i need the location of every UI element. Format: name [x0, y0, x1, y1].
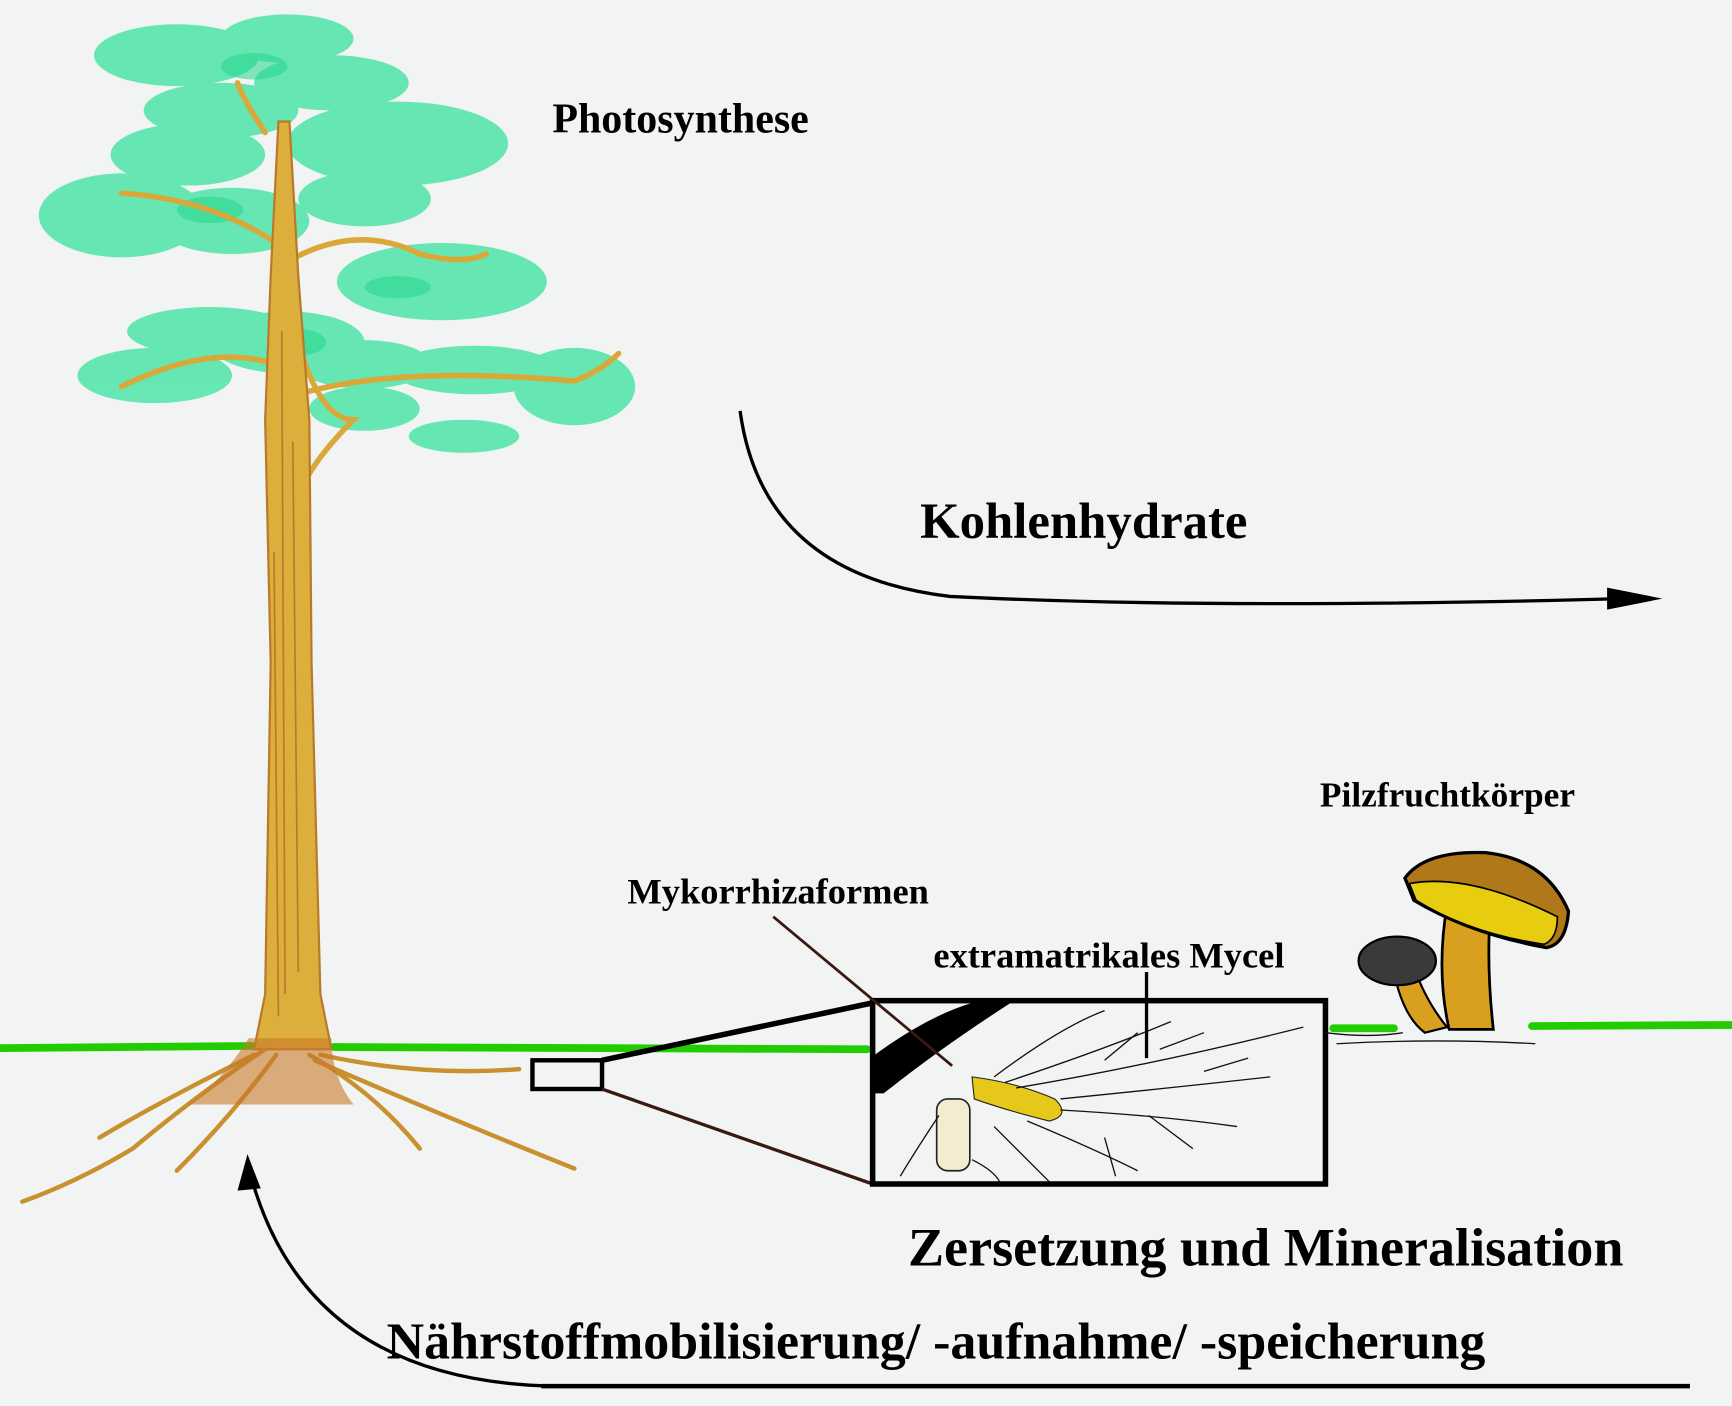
label-carbohydrates: Kohlenhydrate: [920, 493, 1247, 549]
zoom-source-box: [530, 1058, 605, 1092]
root-section: [874, 1002, 1011, 1094]
tree-crown: [38, 14, 636, 453]
label-nutrients: Nährstoffmobilisierung/ -aufnahme/ -spei…: [387, 1314, 1486, 1371]
mushroom-illustration: [1357, 850, 1571, 1034]
arrowhead-icon: [237, 1154, 261, 1191]
label-fruiting-body: Pilzfruchtkörper: [1320, 775, 1575, 814]
label-decomposition: Zersetzung und Mineralisation: [908, 1218, 1623, 1278]
pine-tree-illustration: [19, 14, 636, 1204]
carbohydrate-flow-arrow: [738, 410, 1663, 610]
nutrient-flow-arrow: [237, 1154, 553, 1388]
zoom-connector-top: [601, 1000, 874, 1063]
mycorrhiza-pointer: [772, 915, 954, 1067]
label-photosynthesis: Photosynthese: [552, 97, 809, 143]
label-mycorrhiza-forms: Mykorrhizaformen: [627, 871, 929, 911]
mycorrhiza-tip-yellow: [971, 1076, 1063, 1122]
zoom-connector-bottom: [601, 1087, 874, 1186]
tree-trunk-texture: [273, 331, 300, 1017]
tree-trunk: [252, 120, 333, 1051]
hyphae: [899, 1009, 1536, 1183]
mycorrhiza-inset: [869, 997, 1536, 1187]
label-extramatrical-mycelium: extramatrikales Mycel: [933, 936, 1284, 976]
tree-root-base: [187, 1038, 354, 1105]
ground-line: [0, 1021, 1732, 1054]
arrowhead-icon: [1607, 587, 1663, 610]
mycorrhiza-tip-white: [935, 1098, 971, 1172]
small-mushroom-cap: [1357, 935, 1438, 987]
large-mushroom-gills: [1408, 880, 1559, 946]
